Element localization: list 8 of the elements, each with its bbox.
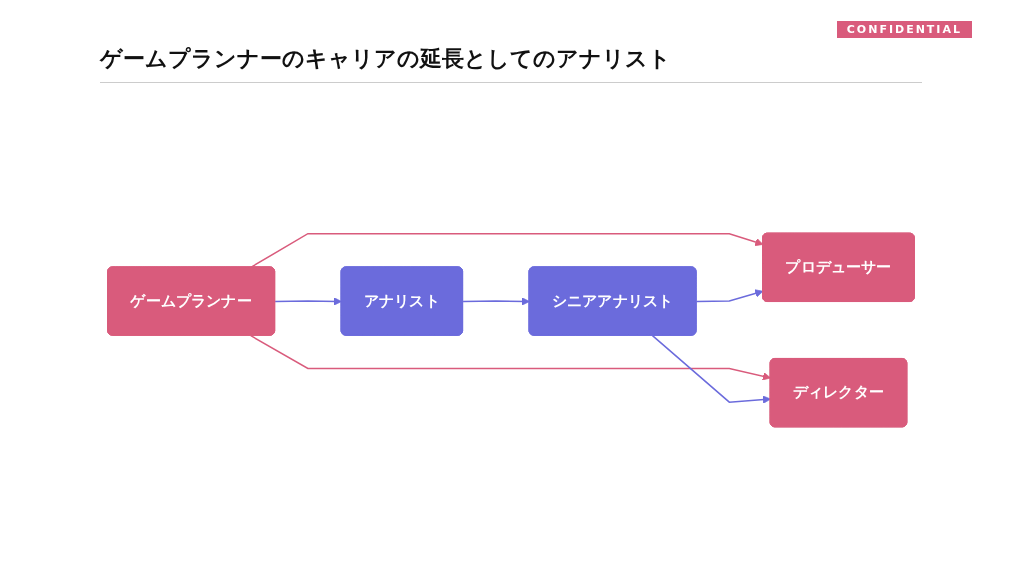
arrow bbox=[651, 334, 771, 404]
arrow bbox=[695, 289, 764, 303]
arrow bbox=[250, 334, 771, 381]
title: ゲームプランナーのキャリアの延長としてのアナリスト bbox=[100, 45, 671, 73]
arrow bbox=[274, 297, 342, 306]
flowchart: ゲームプランナー プロデューサー ディレクター アナリスト シニアアナリスト bbox=[100, 100, 922, 560]
status-tag: CONFIDENTIAL bbox=[836, 21, 972, 38]
arrow bbox=[462, 297, 530, 306]
